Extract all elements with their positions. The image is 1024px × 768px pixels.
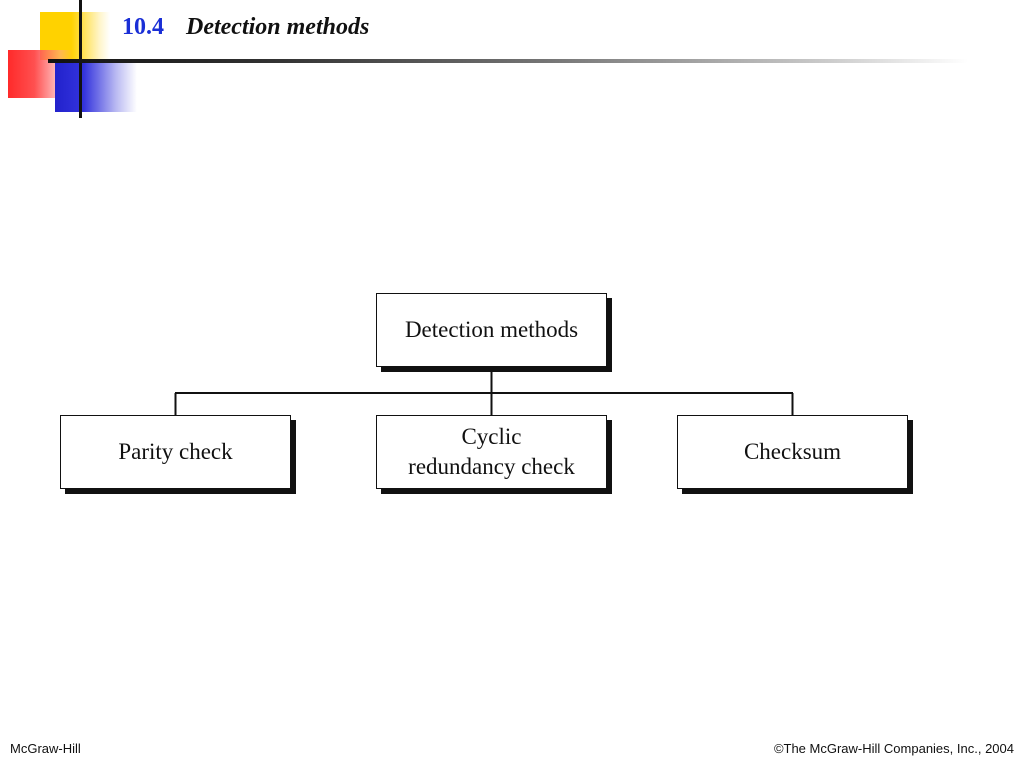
node-detection-methods: Detection methods bbox=[376, 293, 607, 367]
section-number: 10.4 bbox=[122, 14, 164, 40]
section-title: Detection methods bbox=[186, 14, 370, 40]
node-checksum: Checksum bbox=[677, 415, 908, 489]
node-parity-check: Parity check bbox=[60, 415, 291, 489]
slide-title: 10.4 Detection methods bbox=[122, 14, 369, 41]
decorative-blue-block bbox=[55, 62, 137, 112]
node-label: Checksum bbox=[743, 439, 842, 464]
node-label: Parity check bbox=[118, 439, 233, 464]
node-label: Cyclic redundancy check bbox=[408, 424, 575, 479]
footer-publisher: McGraw-Hill bbox=[10, 741, 81, 756]
footer-copyright: ©The McGraw-Hill Companies, Inc., 2004 bbox=[773, 741, 1014, 756]
title-underline-rule bbox=[48, 59, 968, 63]
node-cyclic-redundancy-check: Cyclic redundancy check bbox=[376, 415, 607, 489]
node-label: Detection methods bbox=[404, 317, 579, 342]
